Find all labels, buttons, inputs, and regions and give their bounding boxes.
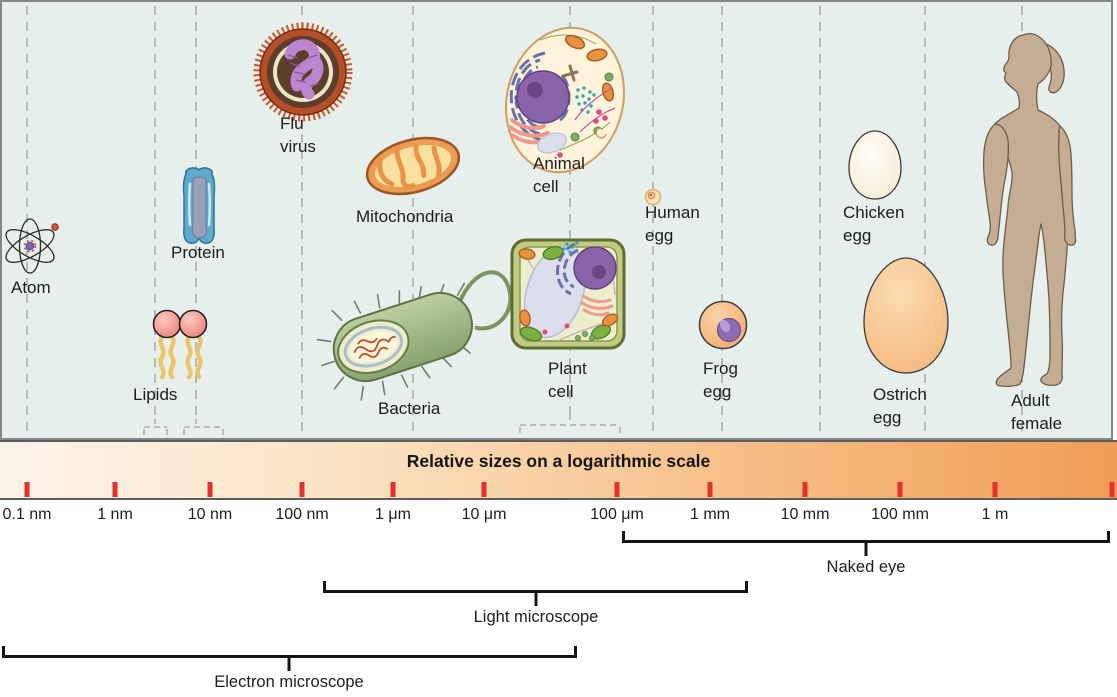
atom-label: Atom [11,278,51,297]
scale-tick-label: 100 mm [871,506,929,523]
protein-label: Protein [171,243,225,262]
scale-tick-label: 1 nm [97,506,133,523]
plant-ribosomes [562,241,579,254]
ribosome-dots [575,86,596,114]
human-egg-illustration [644,188,662,206]
scale-tick [992,482,998,497]
scale-tick [481,482,487,497]
scale-tick [207,482,213,497]
plant-mitochondria [518,248,619,327]
lysosome-dots [557,109,608,158]
plant-pink-dots [542,323,570,335]
vacuole [536,132,568,154]
viral-rna-coil [284,39,324,100]
scale-tick [614,482,620,497]
scale-tick-label: 10 mm [780,506,830,523]
bacteria-illustration [316,270,513,401]
bacteria-label: Bacteria [378,399,441,418]
plant-cell-label: Plant cell [548,359,587,401]
atom-illustration [5,218,59,274]
scale-tick [707,482,713,497]
right-arm [1057,125,1077,246]
chicken-egg-label: Chicken egg [843,203,905,245]
electron-dot [51,223,59,231]
frog-egg-label: Frog egg [703,359,738,401]
flagellum [457,270,513,331]
scale-tick-label: 1 mm [690,506,730,523]
lipids-label: Lipids [133,385,178,404]
flu-virus-label: Flu virus [280,114,316,156]
plant-golgi [580,294,614,317]
scale-tick-label: 100 μm [590,506,644,523]
light-microscope-bracket-tick [534,593,538,606]
protein-illustration [182,167,216,244]
scale-tick [24,482,30,497]
naked-eye-label: Naked eye [826,558,906,576]
adult-female-label: Adult female [1011,391,1063,433]
scale-tick-label: 10 μm [461,506,507,523]
scale-tick-label: 1 μm [375,506,411,523]
plant-cell-illustration [510,238,626,350]
flu-virus-illustration [253,22,353,122]
scale-tick [299,482,305,497]
membrane-notch [595,127,607,139]
nucleoid-dna [353,335,396,359]
scale-tick-label: 100 nm [275,506,329,523]
scale-bar: Relative sizes on a logarithmic scale [0,440,1117,500]
scale-tick [390,482,396,497]
scale-title: Relative sizes on a logarithmic scale [406,451,711,471]
plant-nucleolus [592,265,606,279]
scale-tick [897,482,903,497]
electron-microscope-bracket [2,646,577,658]
mitochondria-label: Mitochondria [356,207,454,226]
mitochondria-illustration [365,136,461,196]
ostrich-egg-label: Ostrich egg [873,385,927,427]
plant-green-dots [575,330,596,341]
animal-cell-label: Animal cell [533,154,585,196]
naked-eye-bracket-tick [864,543,868,556]
lipids-illustration [152,309,208,380]
electron-microscope-bracket-tick [287,658,291,671]
adult-female-illustration [982,32,1077,388]
cell-mitochondria [564,34,615,102]
frog-egg-illustration [698,300,748,350]
nucleus [516,70,570,124]
scale-tick [802,482,808,497]
scale-tick-label: 1 m [981,506,1009,523]
scale-tick [1109,482,1115,497]
chicken-egg-illustration [848,130,902,200]
illustration-canvas [5,6,1077,437]
centrioles [561,64,579,82]
light-microscope-bracket [323,581,748,593]
animal-cell-illustration [505,26,625,174]
filaments [574,87,616,133]
chloroplasts [519,246,612,342]
viral-rna-texture [287,54,320,87]
electron-microscope-label: Electron microscope [214,673,364,691]
size-range-funnels [143,414,621,436]
cristae [377,144,442,190]
human-egg-label: Human egg [645,203,700,245]
scale-tick [112,482,118,497]
scale-tick-label: 0.1 nm [2,506,52,523]
pili [316,282,471,401]
naked-eye-bracket [622,531,1110,543]
light-microscope-label: Light microscope [473,608,599,626]
nucleus-ring [23,239,37,253]
ostrich-egg-illustration [863,257,949,374]
left-arm [982,123,1010,246]
plant-er [556,242,579,296]
nucleolus [527,82,543,98]
scale-tick-label: 10 nm [187,506,233,523]
